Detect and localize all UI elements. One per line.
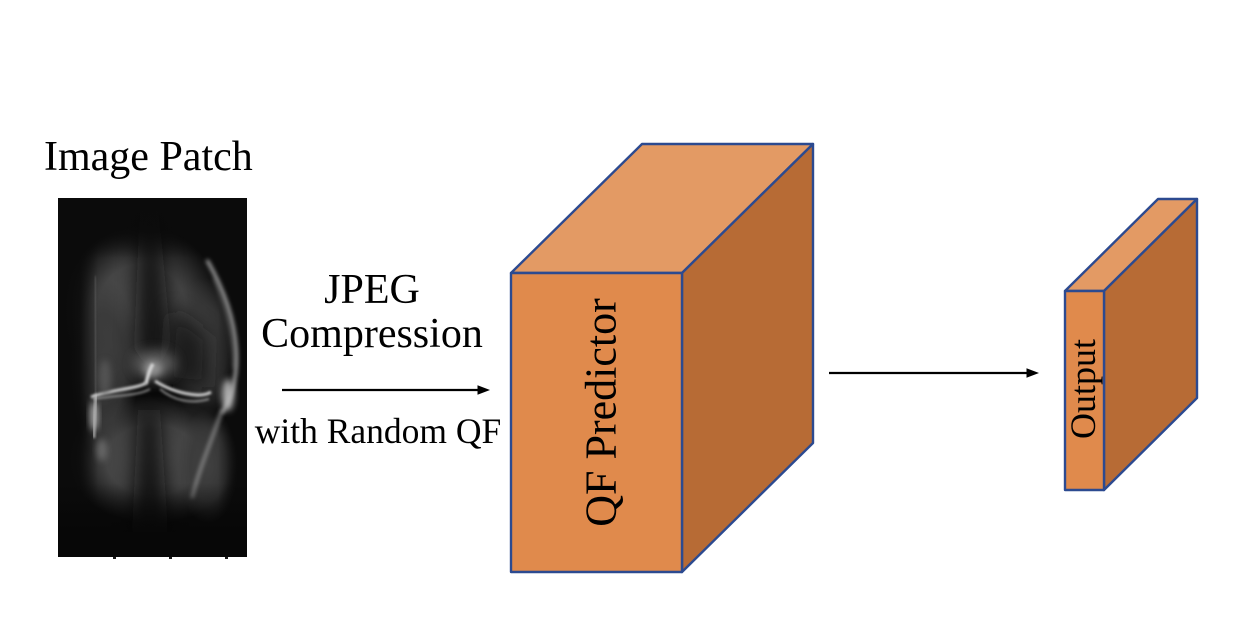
- svg-text:JPEG: JPEG: [324, 267, 420, 313]
- svg-text:Image Patch: Image Patch: [44, 134, 253, 180]
- svg-text:QF Predictor: QF Predictor: [577, 298, 626, 527]
- svg-text:with Random QF: with Random QF: [255, 411, 502, 451]
- svg-text:Compression: Compression: [261, 311, 483, 357]
- svg-text:Output: Output: [1063, 339, 1103, 439]
